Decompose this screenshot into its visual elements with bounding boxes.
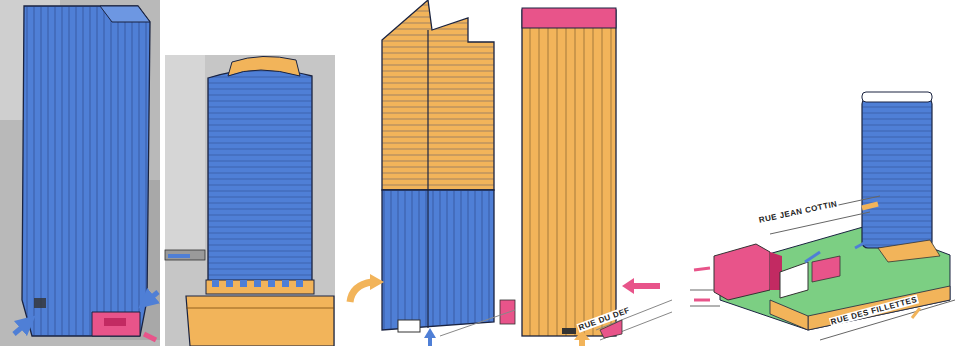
tower-two (165, 55, 335, 346)
tower-four (522, 8, 672, 346)
tower-one (0, 0, 160, 346)
tower-three (340, 0, 515, 346)
site-plan (690, 92, 955, 340)
